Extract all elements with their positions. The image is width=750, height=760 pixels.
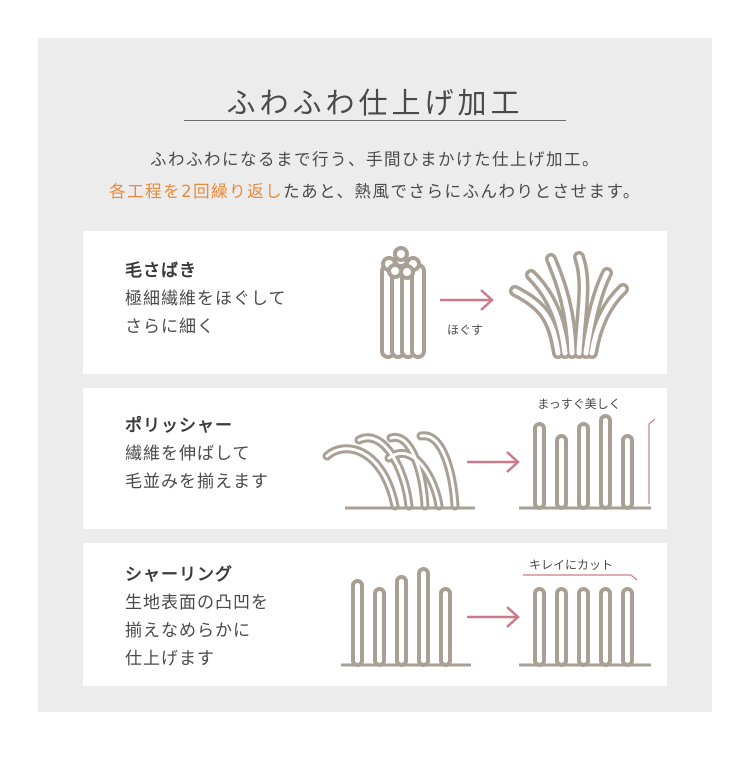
upward-arrow-icon bbox=[648, 418, 656, 504]
after-label: まっすぐ美しく bbox=[537, 397, 621, 411]
page-title: ふわふわ仕上げ加工 bbox=[226, 86, 524, 120]
step-line: 繊維を伸ばして bbox=[125, 444, 251, 464]
lead-line-2: 各工程を2回繰り返したあと、熱風でさらにふんわりとさせます。 bbox=[0, 178, 750, 202]
step-text: 毛さばき 極細繊維をほぐして さらに細く bbox=[125, 257, 287, 341]
step-card-shearing: シャーリング 生地表面の凸凹を 揃えなめらかに 仕上げます キレイにカット bbox=[83, 543, 667, 686]
step-line: 揃えなめらかに bbox=[125, 621, 251, 641]
even-fibers-icon bbox=[533, 587, 634, 667]
step-heading: シャーリング bbox=[125, 565, 233, 585]
bent-fibers-inner bbox=[325, 434, 457, 508]
fiber-bundle-icon bbox=[380, 246, 426, 359]
step-line: さらに細く bbox=[125, 317, 215, 337]
title-underline bbox=[184, 120, 566, 121]
lead-line-1: ふわふわになるまで行う、手間ひまかけた仕上げ加工。 bbox=[150, 150, 600, 169]
arrow-icon bbox=[440, 289, 494, 311]
step-card-polisher: ポリッシャー 繊維を伸ばして 毛並みを揃えます まっすぐ美しく bbox=[83, 388, 667, 529]
brushing-illustration: ほぐす bbox=[380, 246, 629, 359]
step-line: 生地表面の凸凹を bbox=[125, 593, 269, 613]
step-line: 極細繊維をほぐして bbox=[125, 289, 287, 309]
step-heading: 毛さばき bbox=[125, 261, 197, 281]
shearing-illustration: キレイにカット bbox=[341, 558, 651, 667]
cut-line-icon bbox=[523, 574, 638, 581]
step-line: 仕上げます bbox=[125, 649, 215, 669]
step-text: シャーリング 生地表面の凸凹を 揃えなめらかに 仕上げます bbox=[125, 561, 269, 673]
arrow-icon bbox=[467, 606, 520, 628]
loosened-fibers-inner bbox=[512, 254, 626, 356]
uneven-fibers-icon bbox=[351, 567, 452, 667]
step-card-brushing: 毛さばき 極細繊維をほぐして さらに細く ほぐす bbox=[83, 231, 667, 374]
step-text: ポリッシャー 繊維を伸ばして 毛並みを揃えます bbox=[125, 412, 269, 496]
lead-accent-text: 各工程を2回繰り返し bbox=[109, 182, 284, 201]
arrow-icon bbox=[467, 451, 520, 473]
step-line: 毛並みを揃えます bbox=[125, 472, 269, 492]
straight-fibers-icon bbox=[533, 414, 634, 510]
step-heading: ポリッシャー bbox=[125, 416, 233, 436]
after-label: キレイにカット bbox=[529, 558, 613, 572]
arrow-label: ほぐす bbox=[447, 323, 483, 337]
polisher-illustration: まっすぐ美しく bbox=[322, 397, 656, 511]
lead-rest-text: たあと、熱風でさらにふんわりとさせます。 bbox=[283, 182, 641, 201]
